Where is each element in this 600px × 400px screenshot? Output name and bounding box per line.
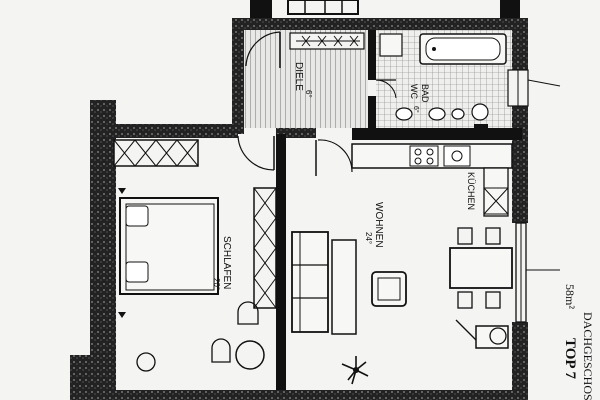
sofa xyxy=(291,231,357,335)
room-label-wohnen: WOHNEN xyxy=(373,202,384,248)
room-label-diele: DIELE xyxy=(293,62,304,91)
room-label-schlafen: SCHLAFEN xyxy=(221,236,232,289)
schlafen-door xyxy=(237,135,275,171)
wohnen-window xyxy=(515,222,560,323)
unit-size: 58m² xyxy=(563,284,577,309)
unit-name: TOP 7 xyxy=(562,338,578,379)
entrance-door xyxy=(245,31,281,68)
room-area-wohnen: 24° xyxy=(364,232,373,244)
bathtub xyxy=(419,33,507,65)
room-area-schlafen: 20° xyxy=(212,278,221,290)
room-area-diele: 6° xyxy=(304,90,313,98)
desk xyxy=(455,319,509,349)
bad-fixtures xyxy=(379,33,489,129)
upper-structure xyxy=(250,0,520,22)
room-area-bad: 6° xyxy=(412,106,420,113)
double-bed xyxy=(118,188,219,318)
unit-floor: DACHGESCHOSS xyxy=(581,312,595,400)
exterior-walls xyxy=(70,18,528,400)
schlafen-furniture xyxy=(136,301,265,372)
room-label-kuechen: KÜCHEN xyxy=(466,172,476,210)
room-label-bad: BAD xyxy=(420,84,430,103)
schlafen-wardrobe xyxy=(253,187,277,309)
dining-table xyxy=(449,227,513,309)
plant-icon xyxy=(341,356,369,385)
bad-door xyxy=(375,79,397,99)
kitchen-counter xyxy=(351,143,513,217)
schlafen-window xyxy=(113,139,199,167)
bad-window xyxy=(507,69,561,107)
armchair xyxy=(371,271,407,307)
diele-wardrobe xyxy=(289,32,365,50)
room-label-wc: WC xyxy=(409,84,419,99)
